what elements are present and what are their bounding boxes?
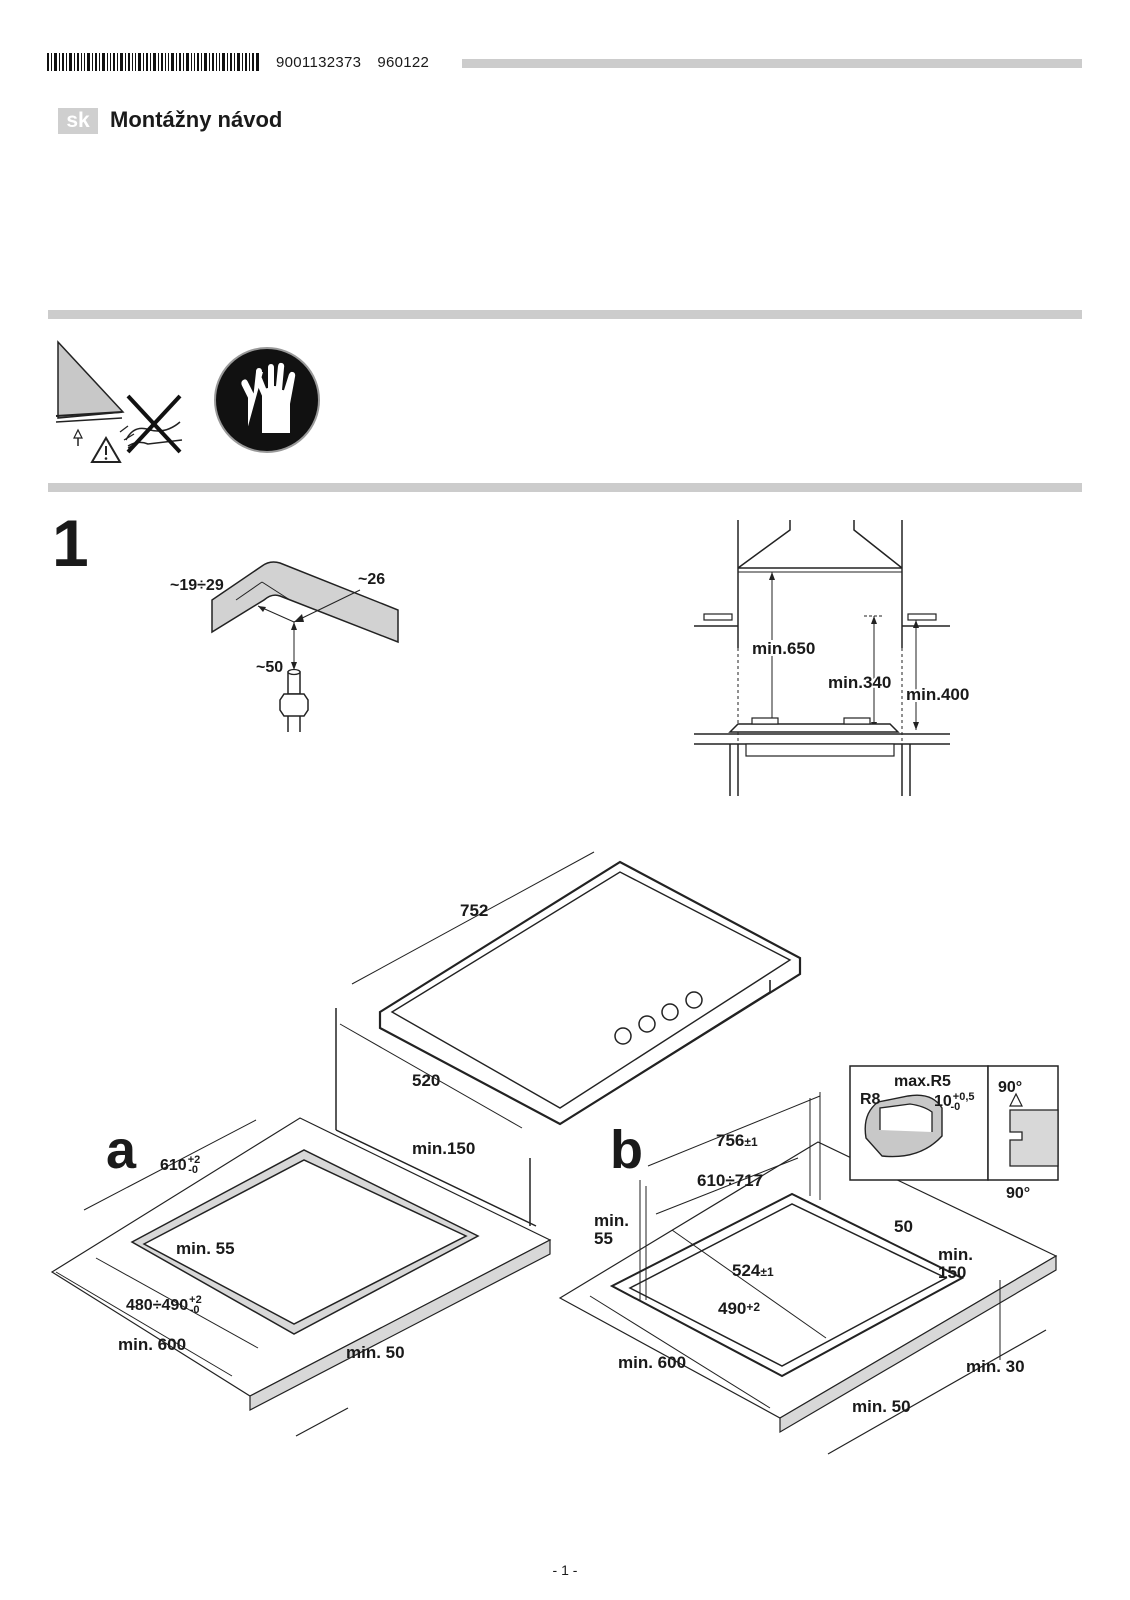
panel-a-counter-depth: min. 600 xyxy=(118,1335,186,1354)
panel-a-side-gap: min. 55 xyxy=(176,1239,235,1258)
panel-b-recess-length: 756±1 xyxy=(716,1131,758,1150)
header-rule xyxy=(462,59,1082,68)
worktop-a xyxy=(50,1008,552,1437)
panel-b-thickness: min. 30 xyxy=(966,1357,1025,1376)
panel-a-back-gap: min.150 xyxy=(412,1139,475,1158)
recess-detail xyxy=(849,1065,1059,1181)
date-code: 960122 xyxy=(377,54,430,71)
page-number: - 1 - xyxy=(552,1562,578,1578)
panel-b-cutout-width: 490+2 xyxy=(718,1299,760,1318)
panel-b-cutout-length: 610÷717 xyxy=(697,1171,763,1190)
panel-b-back-gap: min.150 xyxy=(938,1245,973,1282)
installation-diagram: 752 520 a 610+2-0 min.150 min. 55 480÷49… xyxy=(50,851,1059,1455)
panel-b-front-gap: min. 50 xyxy=(852,1397,911,1416)
language-tag: sk xyxy=(58,108,98,134)
detail-angle-bottom: 90° xyxy=(1006,1185,1030,1202)
panel-b-recess-width: 524±1 xyxy=(732,1261,774,1280)
panel-a-front-gap: min. 50 xyxy=(346,1343,405,1362)
dim-depth: ~26 xyxy=(358,571,385,588)
dim-shelf-side: min.340 xyxy=(828,673,891,692)
panel-a-cutout-length: 610+2-0 xyxy=(160,1154,200,1176)
sharp-edge-warning-icon xyxy=(55,340,183,463)
step-number: 1 xyxy=(52,506,89,580)
panel-a-letter: a xyxy=(106,1120,137,1180)
hood-clearance-diagram: min.650 min.340 min.400 xyxy=(694,520,971,796)
panel-b-rim: 50 xyxy=(894,1217,913,1236)
dim-cabinet: min.400 xyxy=(906,685,969,704)
section-divider xyxy=(48,310,1082,319)
detail-depth: 10+0,5-0 xyxy=(934,1091,975,1113)
hob-length: 752 xyxy=(460,901,488,920)
panel-b-side-gap: min.55 xyxy=(594,1211,629,1248)
panel-a-cutout-width: 480÷490+2-0 xyxy=(126,1294,202,1316)
panel-b-letter: b xyxy=(610,1120,643,1180)
gloves-mandatory-icon xyxy=(214,347,320,453)
dim-width: ~19÷29 xyxy=(170,577,224,594)
panel-b-counter-depth: min. 600 xyxy=(618,1353,686,1372)
document-number: 9001132373 960122 xyxy=(276,54,429,71)
dim-height: ~50 xyxy=(256,659,283,676)
page-title: Montážny návod xyxy=(110,107,283,132)
hob-illustration xyxy=(339,851,802,1129)
barcode-digits: 9001132373 xyxy=(276,54,362,71)
hob-width: 520 xyxy=(412,1071,440,1090)
section-divider xyxy=(48,483,1082,492)
detail-corner-inner: R8 xyxy=(860,1091,881,1108)
detail-angle-top: 90° xyxy=(998,1079,1022,1096)
gas-connection-diagram: ~19÷29 ~26 ~50 xyxy=(170,561,399,732)
dim-hood: min.650 xyxy=(752,639,815,658)
detail-corner-outer: max.R5 xyxy=(894,1073,951,1090)
worktop-b xyxy=(558,1092,1058,1455)
barcode xyxy=(47,53,259,71)
